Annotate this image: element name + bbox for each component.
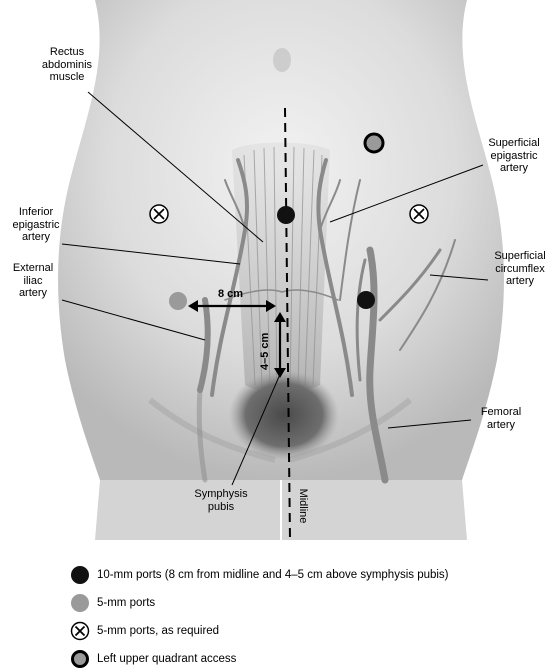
label-inferior-epigastric: Inferior epigastric artery [4, 206, 68, 244]
legend-text: 5-mm ports, as required [97, 625, 220, 637]
label-line: epigastric [490, 149, 538, 162]
label-line: artery [21, 231, 51, 243]
label-line: iliac [23, 274, 43, 287]
label-line: Superficial [488, 137, 540, 149]
label-line: Midline [297, 488, 309, 524]
label-rectus-abdominis: Rectus abdominis muscle [32, 46, 102, 84]
label-midline: Midline [297, 486, 309, 526]
label-line: pubis [207, 500, 235, 513]
legend-item-optional: 5-mm ports, as required [70, 621, 219, 641]
abdomen-illustration [58, 0, 504, 540]
label-line: External [12, 262, 54, 274]
legend-text: Left upper quadrant access [97, 653, 237, 665]
luq-access-port [363, 132, 385, 154]
pubic-region [229, 370, 339, 460]
label-line: Symphysis [194, 488, 248, 500]
ring-icon [71, 650, 89, 668]
leader-lines [61, 91, 489, 486]
rectus-muscle [232, 142, 330, 393]
label-line: Inferior [18, 206, 54, 218]
measure-horizontal-label: 8 cm [218, 288, 244, 300]
label-femoral-artery: Femoral artery [470, 406, 532, 431]
label-line: muscle [49, 71, 85, 83]
label-external-iliac: External iliac artery [4, 262, 62, 300]
legend-text: 10-mm ports (8 cm from midline and 4–5 c… [97, 569, 449, 581]
optional-port-left [149, 204, 169, 224]
label-superficial-circumflex: Superficial circumflex artery [484, 250, 556, 288]
legend-item-ten-mm: 10-mm ports (8 cm from midline and 4–5 c… [70, 565, 449, 585]
optional-port-right [409, 204, 429, 224]
x-circle-icon [70, 621, 90, 641]
label-line: circumflex [495, 262, 545, 275]
label-line: artery [18, 287, 48, 299]
label-line: Femoral [480, 406, 522, 418]
legend-text: 5-mm ports [97, 597, 156, 609]
ten-mm-port-umbilical [277, 206, 295, 224]
label-line: Superficial [494, 250, 546, 262]
ten-mm-port-right [357, 291, 375, 309]
five-mm-port-left [169, 292, 187, 310]
label-line: artery [499, 162, 529, 174]
label-superficial-epigastric: Superficial epigastric artery [478, 137, 550, 175]
label-line: artery [505, 275, 535, 287]
measure-vertical-arrow [274, 312, 286, 378]
legend-item-five-mm: 5-mm ports [70, 593, 155, 613]
arteries [196, 158, 456, 484]
label-line: Rectus [49, 46, 85, 58]
legend-item-luq: Left upper quadrant access [70, 649, 236, 669]
measure-horizontal-arrow [188, 300, 276, 312]
label-line: epigastric [12, 218, 60, 231]
gray-dot-icon [71, 594, 89, 612]
measure-vertical-label: 4–5 cm [259, 332, 271, 370]
black-dot-icon [71, 566, 89, 584]
midline [284, 107, 291, 540]
label-line: artery [486, 418, 516, 431]
label-symphysis-pubis: Symphysis pubis [186, 488, 256, 513]
label-line: abdominis [41, 58, 93, 71]
